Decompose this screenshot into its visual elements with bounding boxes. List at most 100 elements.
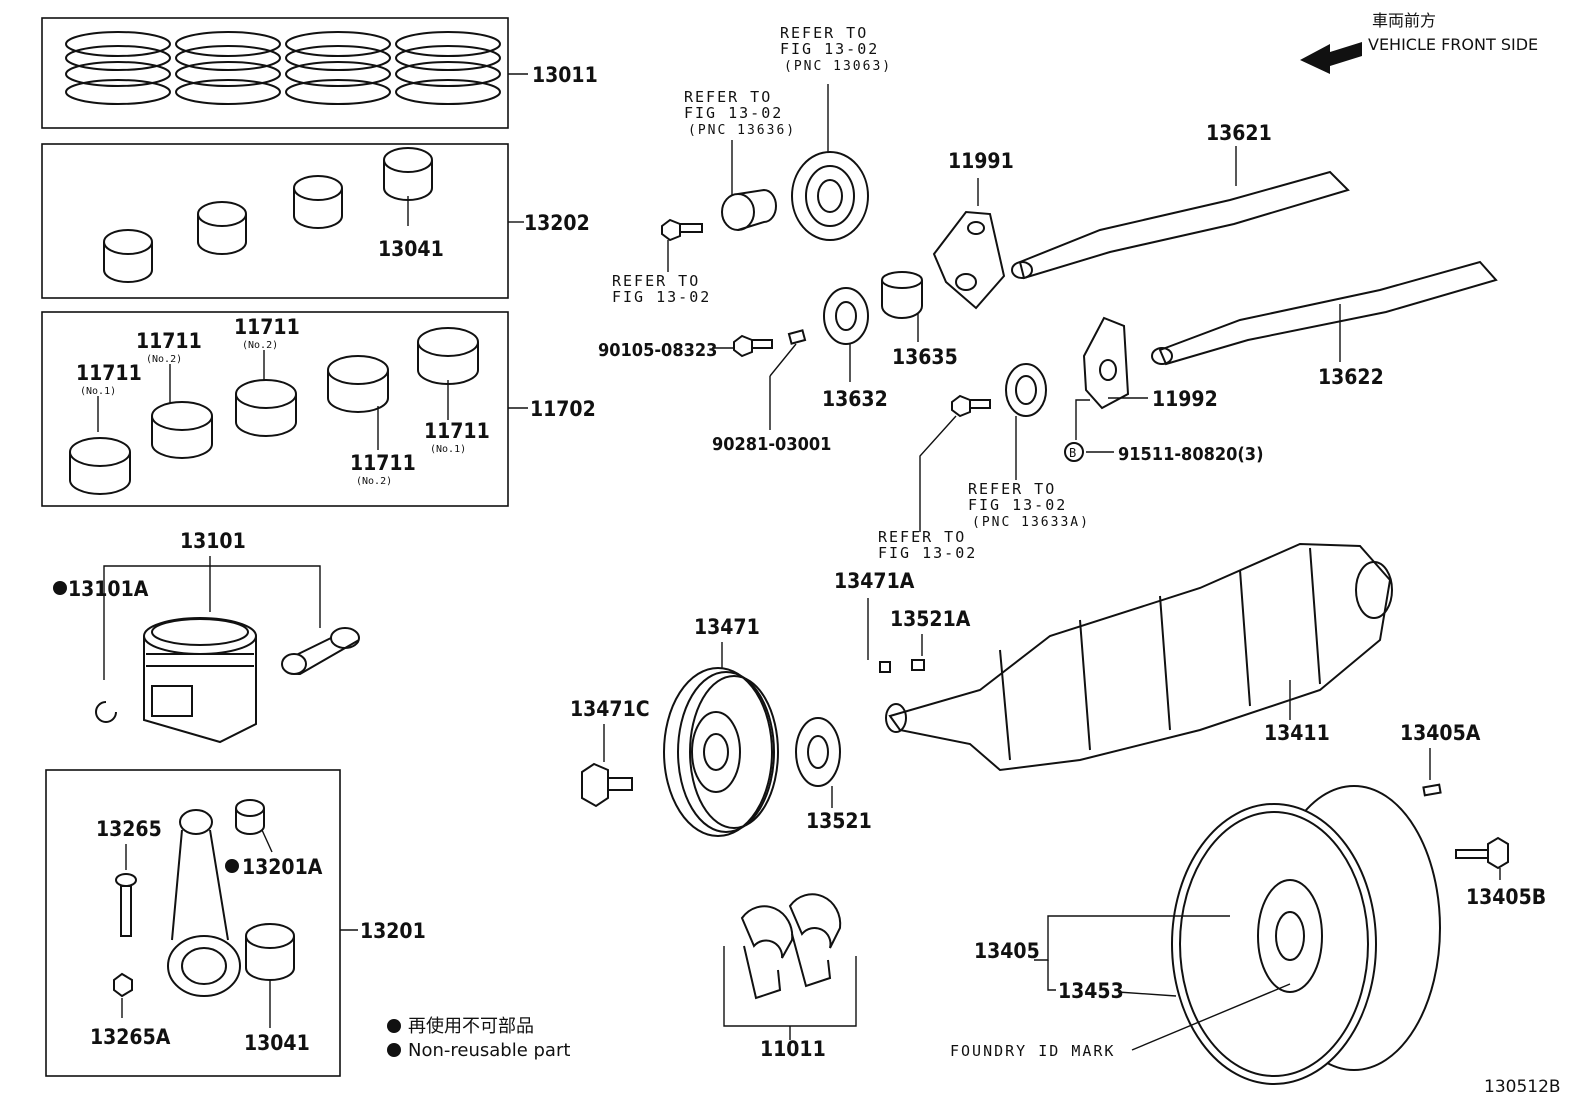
ref-13063-l2: FIG 13-02 (780, 40, 879, 58)
label-13621: 13621 (1206, 121, 1272, 145)
idler-bolt-a (661, 218, 703, 242)
balance-shaft-13622 (1151, 260, 1498, 366)
label-13635: 13635 (892, 345, 958, 369)
front-arrow-icon (1300, 42, 1362, 74)
piston-pin (281, 627, 360, 676)
ref-bolt-b-l2: FIG 13-02 (878, 544, 977, 562)
label-13471C: 13471C (570, 697, 650, 721)
label-11711-a: 11711 (76, 361, 142, 385)
label-11711-e: 11711 (424, 419, 490, 443)
crank-timing-gear (795, 717, 841, 787)
label-90281: 90281-03001 (712, 434, 831, 455)
dowel-pin (1422, 783, 1442, 797)
balance-shaft-13621 (1011, 170, 1350, 280)
label-13405B: 13405B (1466, 885, 1546, 909)
label-13265A: 13265A (90, 1025, 171, 1049)
flywheel (1171, 785, 1441, 1085)
ref-bolt-a-l1: REFER TO (612, 272, 700, 290)
label-11992: 11992 (1152, 387, 1218, 411)
bracket-11991 (932, 210, 1006, 310)
label-11711-c-sub: (No.2) (242, 340, 278, 351)
snap-ring (95, 701, 117, 723)
label-11991: 11991 (948, 149, 1014, 173)
connecting-rod-frame (45, 769, 341, 1077)
ref-13636-l3: (PNC 13636) (688, 123, 796, 138)
figure-id: 130512B (1484, 1077, 1561, 1097)
rod-bolt (115, 873, 137, 937)
label-13521A: 13521A (890, 607, 971, 631)
label-13011: 13011 (532, 63, 598, 87)
label-11711-b: 11711 (136, 329, 202, 353)
pulley-bolt (581, 762, 633, 808)
label-13201A: 13201A (242, 855, 323, 879)
key-90281 (787, 329, 807, 345)
ref-13063-l1: REFER TO (780, 24, 868, 42)
main-bearing-set (69, 327, 479, 495)
label-13041-top: 13041 (378, 237, 444, 261)
label-foundry-mark: FOUNDRY ID MARK (950, 1042, 1115, 1060)
ref-13636-l2: FIG 13-02 (684, 104, 783, 122)
ref-13633a-l2: FIG 13-02 (968, 496, 1067, 514)
piston-ring-set (65, 31, 501, 105)
front-en: VEHICLE FRONT SIDE (1368, 35, 1538, 54)
ref-13636-l1: REFER TO (684, 88, 772, 106)
rod-bearing-set-frame (41, 143, 509, 299)
label-11711-d: 11711 (350, 451, 416, 475)
piston (143, 617, 257, 744)
rod-small-bush (235, 799, 265, 835)
label-13632: 13632 (822, 387, 888, 411)
bracket-11992 (1082, 316, 1130, 410)
non-reusable-dot (53, 581, 67, 595)
label-11702: 11702 (530, 397, 596, 421)
label-11711-d-sub: (No.2) (356, 476, 392, 487)
label-11711-a-sub: (No.1) (80, 386, 116, 397)
label-13405: 13405 (974, 939, 1040, 963)
legend-dot-en (387, 1043, 401, 1057)
rod-bearing-set (103, 147, 433, 283)
ref-13633a-l1: REFER TO (968, 480, 1056, 498)
label-11011: 11011 (760, 1037, 826, 1061)
label-91511: 91511-80820(3) (1118, 444, 1263, 465)
label-13201: 13201 (360, 919, 426, 943)
legend-dot-jp (387, 1019, 401, 1033)
label-13411: 13411 (1264, 721, 1330, 745)
label-13471A: 13471A (834, 569, 915, 593)
key-13471a (879, 661, 891, 673)
legend-en: Non-reusable part (408, 1040, 570, 1061)
idler-bolt-b (951, 394, 991, 418)
label-11711-b-sub: (No.2) (146, 354, 182, 365)
label-90105: 90105-08323 (598, 340, 717, 361)
key-13521a (911, 659, 925, 671)
label-11711-c: 11711 (234, 315, 300, 339)
label-13041-bot: 13041 (244, 1031, 310, 1055)
label-13622: 13622 (1318, 365, 1384, 389)
label-11711-e-sub: (No.1) (430, 444, 466, 455)
label-13405A: 13405A (1400, 721, 1481, 745)
label-13521: 13521 (806, 809, 872, 833)
thrust-washers (740, 893, 842, 1000)
label-13101A: 13101A (68, 577, 149, 601)
crankshaft (885, 542, 1393, 772)
label-13471: 13471 (694, 615, 760, 639)
marker-b: B (1069, 446, 1076, 460)
gear-13632 (823, 287, 869, 345)
idler-gear-13633a (1005, 363, 1047, 417)
label-13265: 13265 (96, 817, 162, 841)
rod-bearing (245, 923, 295, 981)
flywheel-bolt (1455, 836, 1509, 870)
idler-bush (721, 188, 777, 231)
bush-13635 (881, 271, 923, 319)
connecting-rod (167, 809, 241, 997)
ref-13633a-l3: (PNC 13633A) (972, 515, 1090, 530)
small-bolt-90105 (733, 334, 773, 358)
front-jp: 車両前方 (1372, 11, 1436, 30)
rod-nut (113, 972, 133, 998)
label-13202: 13202 (524, 211, 590, 235)
ref-bolt-b-l1: REFER TO (878, 528, 966, 546)
label-13453: 13453 (1058, 979, 1124, 1003)
balance-gear (791, 151, 869, 241)
piston-ring-set-frame (41, 17, 509, 129)
label-13101: 13101 (180, 529, 246, 553)
